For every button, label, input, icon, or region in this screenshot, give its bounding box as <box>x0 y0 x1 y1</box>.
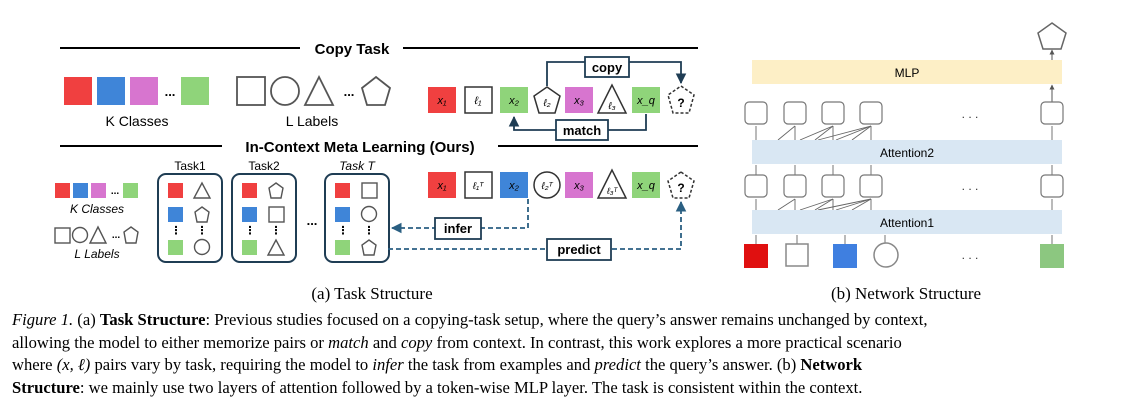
svg-text:. . .: . . . <box>962 248 979 262</box>
svg-text:⋮: ⋮ <box>171 225 182 237</box>
subcaption-b: (b) Network Structure <box>831 284 981 303</box>
svg-text:ℓ₁ᵀ: ℓ₁ᵀ <box>472 181 484 192</box>
svg-text:⋮: ⋮ <box>338 225 349 237</box>
caption-line-3: where (x, ℓ) pairs vary by task, requiri… <box>12 355 863 374</box>
output-pentagon <box>1037 22 1067 50</box>
input-links <box>755 235 1053 244</box>
svg-text:ℓ₃ᵀ: ℓ₃ᵀ <box>606 186 618 196</box>
mlp-label: MLP <box>895 66 920 80</box>
match-label-box <box>555 119 609 141</box>
svg-text:ℓ₃: ℓ₃ <box>607 101 615 112</box>
small-l-labels-legend: ... L Labels <box>54 225 139 261</box>
attention1-block <box>752 210 1062 234</box>
svg-text:...: ... <box>307 213 318 228</box>
svg-text:. . .: . . . <box>962 179 979 193</box>
input-tokens: . . . <box>744 242 1064 268</box>
svg-text:. . .: . . . <box>962 107 979 121</box>
svg-text:...: ... <box>165 84 176 99</box>
svg-text:x_q: x_q <box>636 95 656 107</box>
caption-line-4: Structure: we mainly use two layers of a… <box>12 377 863 397</box>
icml-sequence: x₁ ℓ₁ᵀ x₂ ℓ₂ᵀ x₃ ℓ₃ᵀ x_q ? infer predict <box>388 168 695 261</box>
copy-task-title: Copy Task <box>315 41 390 58</box>
svg-text:Task1: Task1 <box>174 159 206 173</box>
small-k-classes-legend: ... K Classes <box>55 183 138 216</box>
svg-text:...: ... <box>111 186 120 197</box>
figure-1-diagram: Copy Task ... K Classes ... L Labels x₁ … <box>54 22 1067 303</box>
svg-text:x₂: x₂ <box>508 95 520 107</box>
hidden-tokens-layer-2: . . . <box>744 101 1064 125</box>
copy-label-box <box>584 56 630 78</box>
svg-text:ℓ₂: ℓ₂ <box>542 98 550 109</box>
panel-a: Copy Task ... K Classes ... L Labels x₁ … <box>54 41 698 303</box>
svg-text:x₁: x₁ <box>437 95 448 107</box>
k-classes-label: K Classes <box>105 113 168 129</box>
attention1-label: Attention1 <box>880 216 934 230</box>
icml-title: In-Context Meta Learning (Ours) <box>245 139 474 156</box>
match-label: match <box>563 123 601 138</box>
hidden-tokens-layer-1: . . . <box>744 174 1064 198</box>
task-1: Task1 ⋮ ⋮ <box>157 159 223 263</box>
caption-figure-label: Figure 1. <box>12 310 74 329</box>
predict-label: predict <box>557 242 601 257</box>
svg-text:x_q: x_q <box>636 180 656 192</box>
l-labels-legend: ... L Labels <box>236 74 392 129</box>
task-t: Task T ⋮ ⋮ <box>324 159 390 263</box>
subcaption-a: (a) Task Structure <box>311 284 432 303</box>
infer-label: infer <box>444 221 472 236</box>
svg-text:⋮: ⋮ <box>271 225 282 237</box>
infer-label-box <box>434 217 482 240</box>
svg-text:L Labels: L Labels <box>74 247 119 261</box>
attention2-block <box>752 140 1062 164</box>
copy-task-sequence: x₁ ℓ₁ x₂ ℓ₂ x₃ ℓ₃ x_q ? copy match <box>428 56 695 141</box>
attention2-connections <box>755 125 1053 141</box>
svg-text:ℓ₂ᵀ: ℓ₂ᵀ <box>540 181 553 192</box>
attention1-connections <box>755 198 1053 211</box>
svg-text:⋮: ⋮ <box>197 225 208 237</box>
svg-text:Task2: Task2 <box>248 159 280 173</box>
svg-text:x₂: x₂ <box>508 180 520 192</box>
attention2-label: Attention2 <box>880 146 934 160</box>
l-labels-label: L Labels <box>286 113 338 129</box>
mlp-block <box>752 60 1062 84</box>
task-2: Task2 ⋮ ⋮ <box>231 159 297 263</box>
panel-b: MLP . . . Attention2 <box>744 22 1067 303</box>
query-mark: ? <box>677 96 684 110</box>
svg-text:ℓ₁: ℓ₁ <box>473 95 482 107</box>
attention2-input-links <box>755 165 1053 175</box>
svg-text:...: ... <box>112 230 121 241</box>
svg-text:K Classes: K Classes <box>70 202 124 216</box>
svg-text:x₃: x₃ <box>573 180 585 192</box>
caption-line-1: Figure 1. (a) Task Structure: Previous s… <box>12 310 928 329</box>
svg-text:...: ... <box>344 84 355 99</box>
svg-text:Task T: Task T <box>339 159 376 173</box>
svg-text:⋮: ⋮ <box>245 225 256 237</box>
svg-text:?: ? <box>677 181 684 195</box>
svg-text:x₁: x₁ <box>437 180 448 192</box>
k-classes-legend: ... K Classes <box>64 77 209 129</box>
copy-label: copy <box>592 60 623 75</box>
figure-caption: Figure 1. (a) Task Structure: Previous s… <box>12 309 1112 399</box>
svg-text:x₃: x₃ <box>573 95 585 107</box>
predict-label-box <box>546 238 612 261</box>
caption-line-2: allowing the model to either memorize pa… <box>12 332 902 352</box>
svg-text:⋮: ⋮ <box>364 225 375 237</box>
